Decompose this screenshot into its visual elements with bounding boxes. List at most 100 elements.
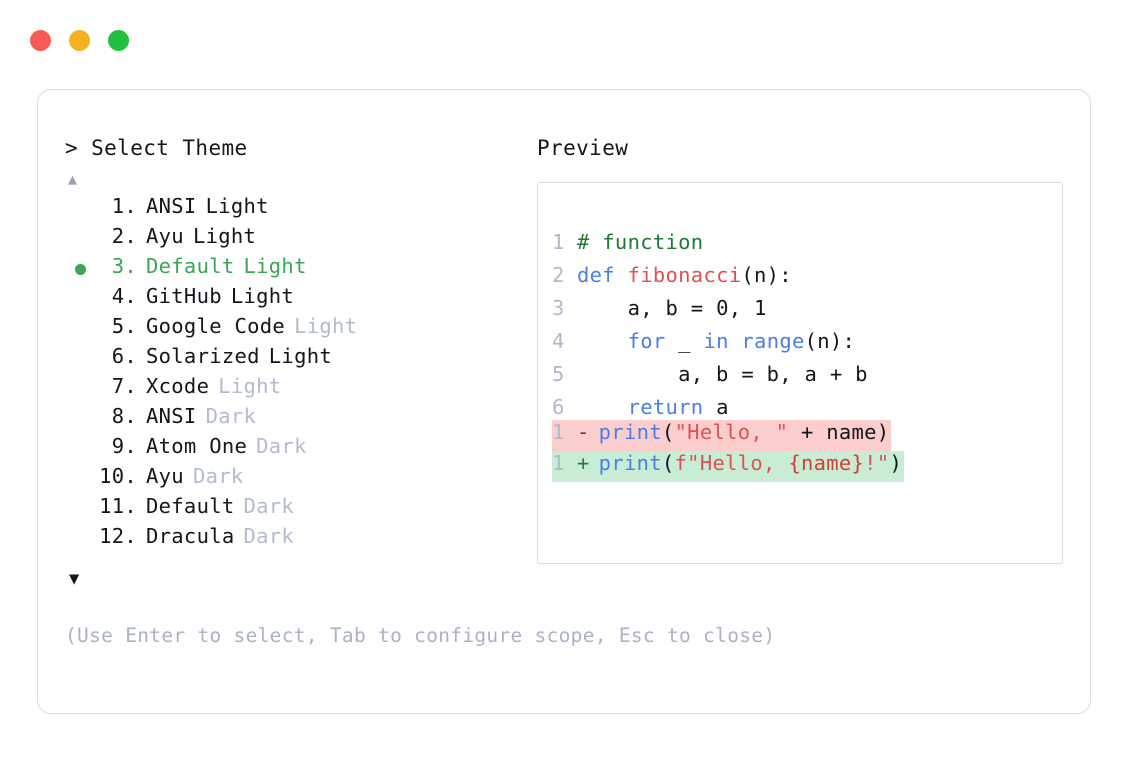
theme-item-variant: Dark [205, 404, 257, 428]
code-line-source: for _ in range(n): [568, 329, 855, 353]
code-token: , [728, 296, 755, 320]
theme-item-name: Default [146, 494, 235, 518]
theme-item-variant: Light [192, 224, 257, 248]
code-token: + name) [788, 420, 890, 444]
code-line: 5 a, b = b, a + b [552, 362, 1062, 395]
theme-item-name: Dracula [146, 524, 235, 548]
window-titlebar [30, 30, 129, 51]
theme-item-index: 2. [111, 224, 137, 248]
code-token: return [627, 395, 704, 419]
theme-item-variant: Light [294, 314, 358, 338]
diff-line-source: print(f"Hello, {name}!") [590, 451, 902, 475]
code-token: in [703, 329, 729, 353]
code-line: 4 for _ in range(n): [552, 329, 1062, 362]
diff-line-source: print("Hello, " + name) [590, 420, 890, 444]
theme-list-item[interactable]: 9. Atom One Dark [65, 434, 535, 464]
theme-item-name: Solarized [146, 344, 260, 368]
code-token: fibonacci [627, 263, 742, 287]
theme-item-variant: Dark [243, 524, 295, 548]
code-line: 6 return a [552, 395, 1062, 428]
code-token: {name} [788, 451, 865, 475]
theme-item-variant: Light [218, 374, 282, 398]
code-token: !" [864, 451, 890, 475]
diff-line-added: 1+print(f"Hello, {name}!") [552, 451, 905, 482]
line-number: 4 [552, 329, 565, 353]
code-token: f"Hello, [674, 451, 789, 475]
code-token: ) [889, 451, 903, 475]
theme-item-index: 10. [99, 464, 137, 488]
scroll-up-arrow-icon[interactable]: ▲ [68, 170, 78, 188]
code-line-source: return a [568, 395, 729, 419]
theme-item-variant: Light [205, 194, 269, 218]
theme-item-name: ANSI [146, 194, 197, 218]
theme-item-name: Default [146, 254, 235, 278]
code-line-source: def fibonacci(n): [568, 263, 792, 287]
theme-item-variant: Dark [256, 434, 307, 458]
code-token: ( [661, 420, 675, 444]
line-number: 6 [552, 395, 565, 419]
code-token: a [703, 395, 729, 419]
theme-item-name: Xcode [146, 374, 210, 398]
theme-item-name: Ayu [146, 224, 184, 248]
line-number: 3 [552, 296, 565, 320]
theme-list-item[interactable]: 7. Xcode Light [65, 374, 535, 404]
select-theme-prompt: > Select Theme [65, 136, 248, 160]
close-window-button[interactable] [30, 30, 51, 51]
code-token: 0 [716, 296, 729, 320]
theme-item-name: Google Code [146, 314, 286, 338]
minimize-window-button[interactable] [69, 30, 90, 51]
code-line-source: a, b = b, a + b [568, 362, 868, 386]
code-token: a, b = [577, 296, 717, 320]
theme-item-index: 9. [111, 434, 137, 458]
theme-item-name: Atom One [146, 434, 248, 458]
code-token: ( [661, 451, 675, 475]
keyboard-hint: (Use Enter to select, Tab to configure s… [65, 624, 776, 647]
theme-item-name: Ayu [146, 464, 184, 488]
code-line-source: # function [568, 230, 703, 254]
line-number: 2 [552, 263, 565, 287]
maximize-window-button[interactable] [108, 30, 129, 51]
theme-item-variant: Light [268, 344, 332, 368]
code-line: 3 a, b = 0, 1 [552, 296, 1062, 329]
diff-marker: - [577, 420, 590, 444]
code-token: range [741, 329, 805, 353]
diff-line-removed: 1-print("Hello, " + name) [552, 420, 892, 451]
theme-item-index: 8. [111, 404, 137, 428]
theme-item-variant: Dark [192, 464, 244, 488]
code-line: 1# function [552, 230, 1062, 263]
diff-marker: + [577, 451, 590, 475]
theme-item-name: GitHub [146, 284, 222, 308]
theme-list-item[interactable]: 10. Ayu Dark [65, 464, 535, 494]
line-number: 1 [552, 230, 565, 254]
code-line-source: a, b = 0, 1 [568, 296, 767, 320]
code-token: _ [665, 329, 704, 353]
theme-item-index: 3. [111, 254, 137, 278]
code-token [577, 329, 628, 353]
theme-list-item[interactable]: 2. Ayu Light [65, 224, 535, 254]
code-token: (n): [804, 329, 856, 353]
theme-item-index: 7. [111, 374, 137, 398]
code-token [729, 329, 742, 353]
line-number: 1 [552, 420, 565, 444]
scroll-down-arrow-icon[interactable]: ▼ [69, 569, 80, 589]
code-token: 1 [754, 296, 767, 320]
code-token: (n): [741, 263, 792, 287]
code-token: print [598, 420, 662, 444]
theme-item-variant: Dark [243, 494, 295, 518]
theme-list-item[interactable]: 5. Google Code Light [65, 314, 535, 344]
theme-item-index: 5. [111, 314, 137, 338]
